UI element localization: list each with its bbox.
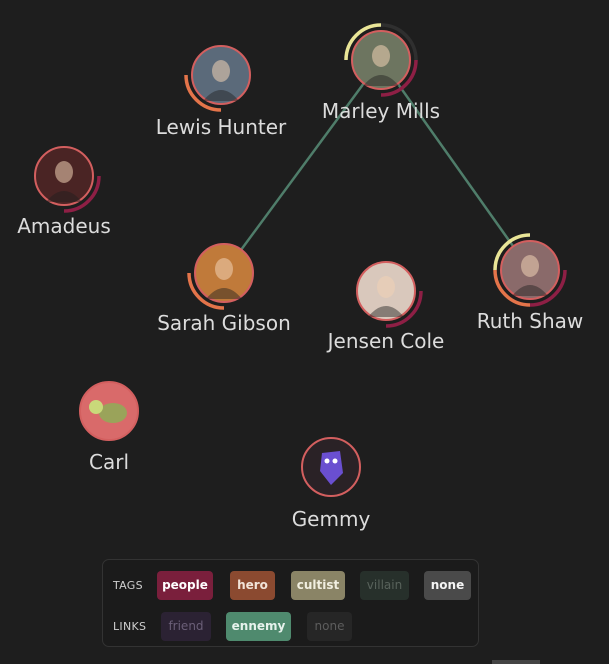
shoulders-shape	[206, 288, 242, 299]
node-ruth[interactable]: Ruth Shaw	[477, 233, 584, 333]
edge-marley-sarah	[222, 59, 383, 274]
node-label-amadeus: Amadeus	[17, 214, 111, 238]
face-shape	[521, 255, 539, 277]
turtle-head	[89, 400, 103, 414]
shoulders-shape	[363, 75, 399, 86]
tag-chip-none[interactable]: none	[424, 570, 471, 600]
tag-ring-amadeus-0	[63, 175, 101, 213]
shoulders-shape	[368, 306, 404, 317]
tag-chip-people[interactable]: people	[157, 570, 213, 600]
tag-chip-villain[interactable]: villain	[360, 570, 409, 600]
crystal-eye	[324, 458, 330, 464]
turtle-shell	[99, 403, 127, 423]
node-label-gemmy: Gemmy	[292, 507, 371, 531]
node-jensen[interactable]: Jensen Cole	[326, 261, 445, 353]
tag-ring-marley-0	[344, 23, 382, 61]
node-label-ruth: Ruth Shaw	[477, 309, 584, 333]
edge-marley-ruth	[379, 59, 532, 271]
node-lewis[interactable]: Lewis Hunter	[156, 45, 287, 139]
tag-ring-marley-1	[380, 23, 418, 61]
shoulders-shape	[203, 90, 239, 101]
node-amadeus[interactable]: Amadeus	[17, 146, 111, 238]
links-title: LINKS	[113, 619, 147, 633]
face-shape	[372, 45, 390, 67]
tag-chip-hero[interactable]: hero	[230, 570, 275, 600]
tag-ring-ruth-2	[529, 269, 567, 307]
tag-ring-jensen-0	[385, 290, 423, 328]
face-shape	[377, 276, 395, 298]
node-sarah[interactable]: Sarah Gibson	[157, 243, 291, 335]
edge-layer	[222, 59, 532, 274]
link-chip-friend[interactable]: friend	[161, 611, 211, 641]
tag-ring-ruth-0	[493, 233, 531, 271]
shoulders-shape	[46, 191, 82, 202]
node-gemmy[interactable]: Gemmy	[292, 437, 371, 531]
node-label-jensen: Jensen Cole	[326, 329, 445, 353]
tag-ring-marley-2	[380, 59, 418, 97]
tags-title: TAGS	[113, 578, 143, 592]
link-chip-ennemy[interactable]: ennemy	[226, 611, 291, 641]
face-shape	[55, 161, 73, 183]
crystal-eye	[332, 458, 338, 464]
node-label-sarah: Sarah Gibson	[157, 311, 291, 335]
links-row: LINKS friend ennemy none	[103, 611, 478, 641]
face-shape	[212, 60, 230, 82]
shoulders-shape	[512, 285, 548, 296]
tag-ring-sarah-0	[187, 272, 225, 310]
link-chip-none[interactable]: none	[307, 611, 352, 641]
scroll-handle[interactable]	[492, 660, 540, 664]
tag-chip-cultist[interactable]: cultist	[291, 570, 345, 600]
node-carl[interactable]: Carl	[79, 381, 139, 474]
node-marley[interactable]: Marley Mills	[322, 23, 440, 123]
tag-ring-lewis-0	[184, 74, 222, 112]
node-label-carl: Carl	[89, 450, 129, 474]
node-label-lewis: Lewis Hunter	[156, 115, 287, 139]
legend-panel: TAGS people hero cultist villain none LI…	[102, 559, 479, 647]
face-shape	[215, 258, 233, 280]
tags-row: TAGS people hero cultist villain none	[103, 570, 478, 600]
tag-ring-ruth-1	[493, 269, 531, 307]
node-label-marley: Marley Mills	[322, 99, 440, 123]
